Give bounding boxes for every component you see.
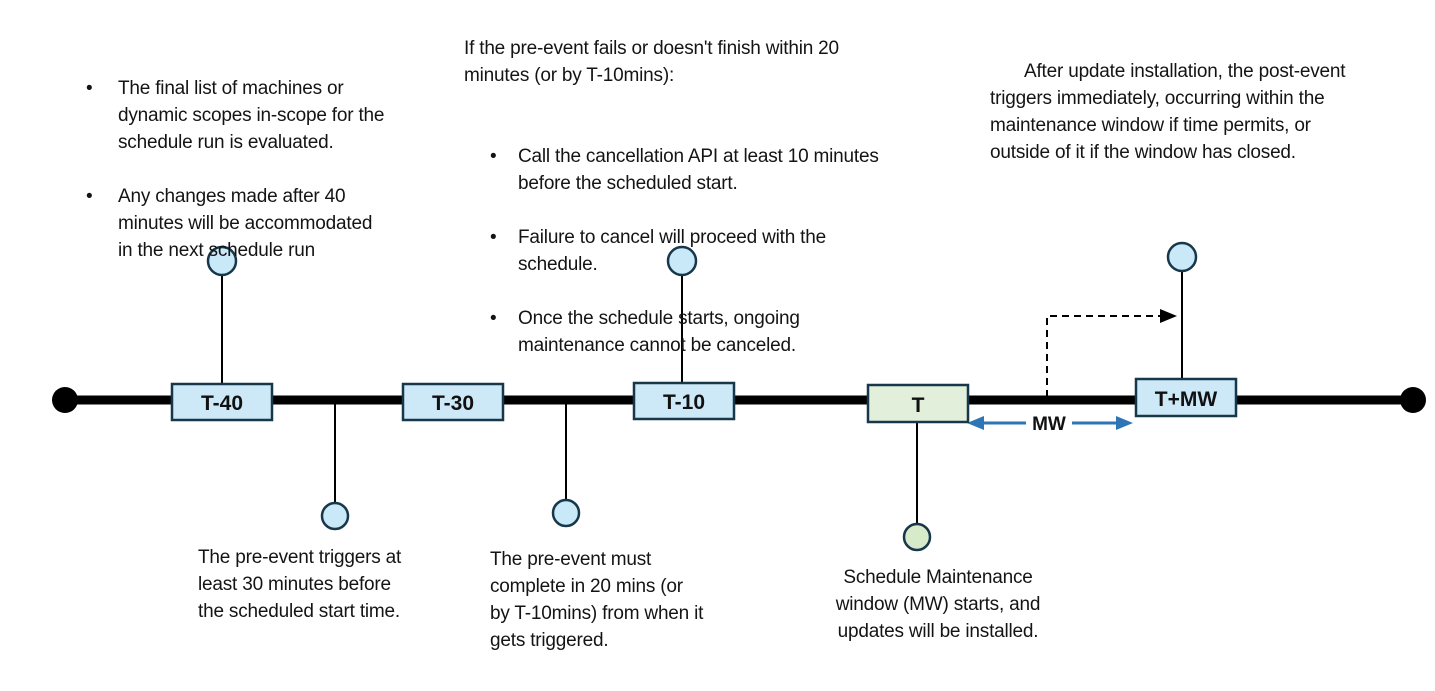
list-item: Any changes made after 40 minutes will b… [82,183,438,264]
list-item: Call the cancellation API at least 10 mi… [464,143,934,197]
annotation-pre-event-failure-intro: If the pre-event fails or doesn't finish… [464,38,839,86]
list-item: Failure to cancel will proceed with the … [464,224,934,278]
milestone-label-t30: T-30 [432,392,474,415]
milestone-box-tmw [1134,377,1238,418]
list-item: The final list of machines or dynamic sc… [82,75,438,156]
post-event-dashed-arrow-head [1160,309,1177,323]
milestone-box-t10 [632,381,736,421]
milestone-label-t40: T-40 [201,392,243,415]
event-circle-preevent-trigger [320,501,350,531]
post-event-dashed-arrow [1046,315,1162,397]
list-item: Once the schedule starts, ongoing mainte… [464,305,934,359]
milestone-label-tmw: T+MW [1155,388,1218,411]
event-circle-mw-start [902,522,932,552]
event-circle-tmw-top [1166,241,1198,273]
annotation-pre-event-trigger: The pre-event triggers at least 30 minut… [198,547,402,622]
milestone-label-t10: T-10 [663,391,705,414]
milestone-label-t: T [912,394,925,417]
annotation-schedule-evaluation-list: The final list of machines or dynamic sc… [82,48,438,291]
mw-span-arrow-right-head [1116,416,1133,430]
mw-label: MW [1032,414,1066,435]
annotation-pre-event-failure: If the pre-event fails or doesn't finish… [464,8,934,413]
milestone-box-t [866,383,970,424]
milestone-box-t30 [401,382,505,422]
milestone-box-t40 [170,382,274,422]
mw-span-arrow-left-head [967,416,984,430]
event-circle-preevent-complete [551,498,581,528]
timeline-start-dot [52,387,78,413]
annotation-pre-event-failure-list: Call the cancellation API at least 10 mi… [464,116,934,386]
annotation-mw-start: Schedule Maintenance window (MW) starts,… [835,567,1041,642]
annotation-post-event: After update installation, the post-even… [990,61,1346,163]
annotation-pre-event-complete: The pre-event must complete in 20 mins (… [490,549,704,651]
timeline-end-dot [1400,387,1426,413]
